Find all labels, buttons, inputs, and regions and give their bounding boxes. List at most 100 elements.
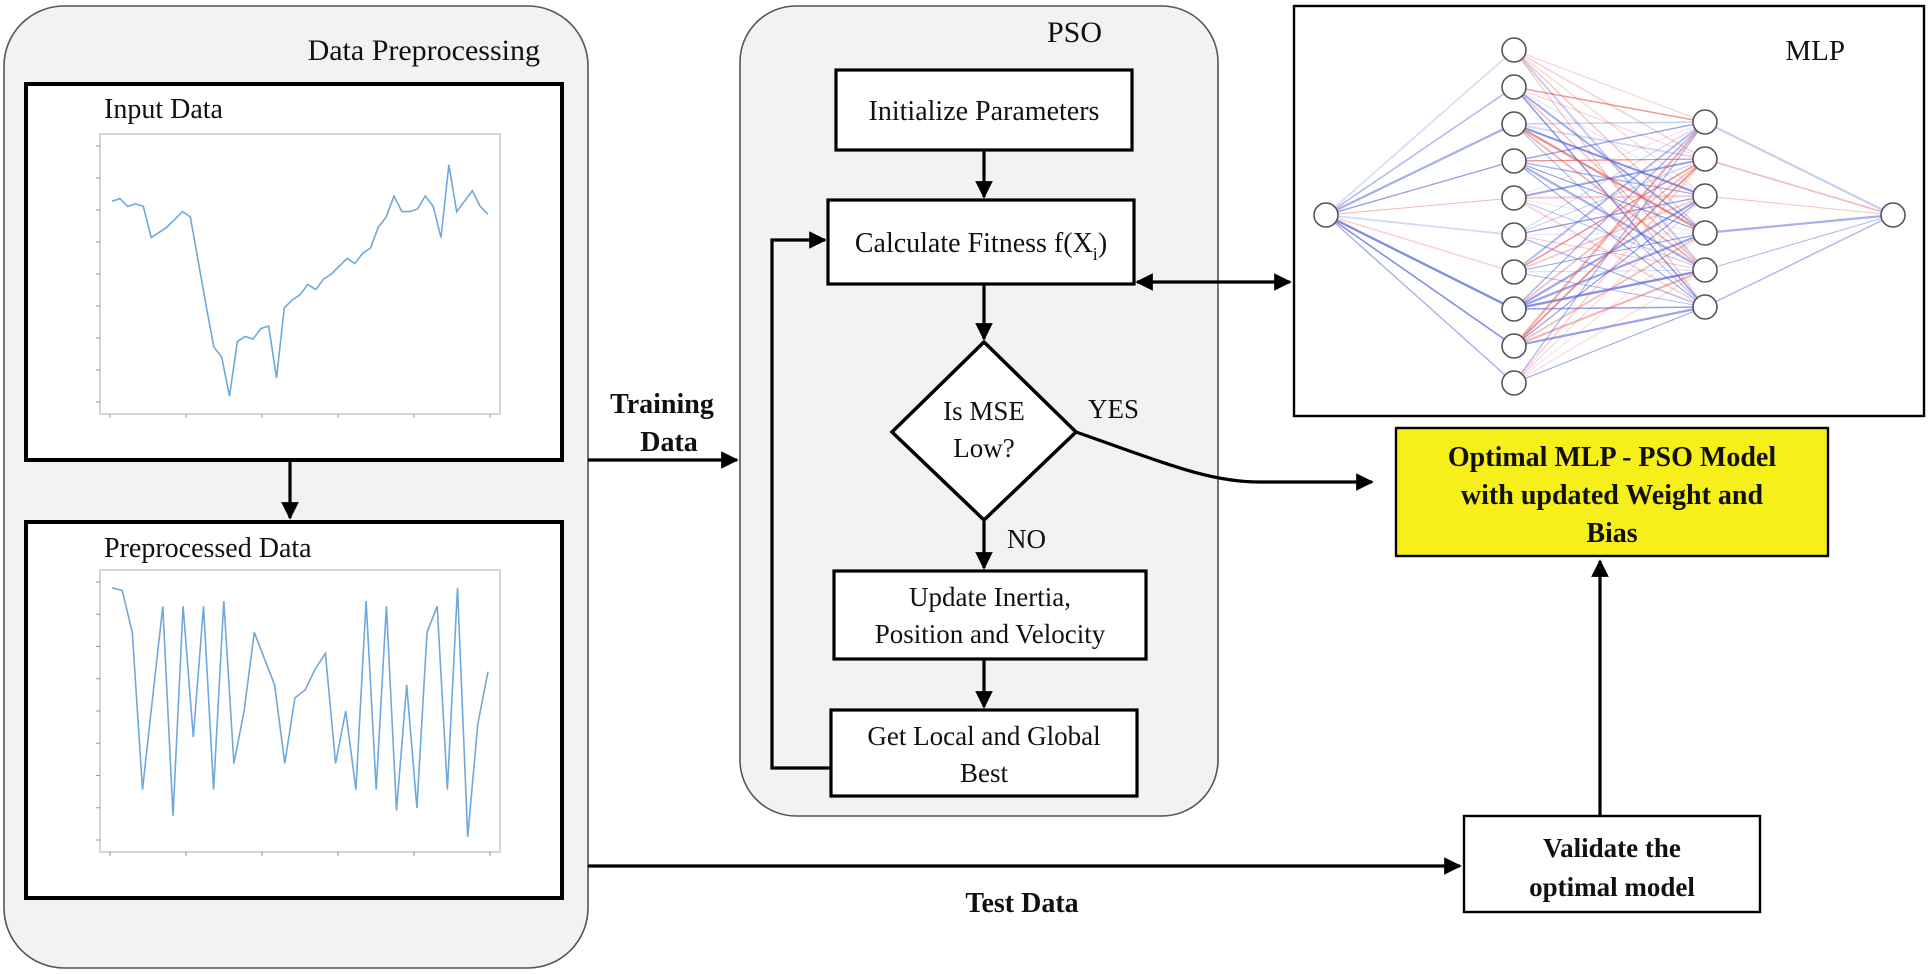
decision-yes-arrow — [1075, 430, 1374, 491]
mlp-weight-edge — [1325, 160, 1515, 216]
mlp-panel-title: MLP — [1785, 35, 1845, 67]
mlp-weight-edge — [1513, 269, 1706, 384]
mlp-weight-edge — [1704, 158, 1894, 216]
mlp-weight-edge — [1513, 194, 1706, 200]
mlp-weight-edge — [1513, 49, 1706, 123]
mlp-weight-edge — [1325, 86, 1515, 216]
mlp-weight-edge — [1704, 195, 1894, 216]
mlp-hidden1-node — [1501, 185, 1527, 211]
mlp-weight-edge — [1513, 158, 1706, 236]
preprocessed-data-box: Preprocessed Data — [24, 520, 564, 900]
mlp-weight-edge — [1704, 121, 1894, 216]
input-data-series-line — [111, 164, 489, 397]
mlp-weight-edge — [1513, 160, 1706, 308]
mlp-weight-edge — [1325, 49, 1515, 216]
mlp-hidden1-node — [1501, 370, 1527, 396]
update-inertia-label-line2: Position and Velocity — [875, 619, 1106, 649]
mlp-weight-edge — [1704, 214, 1894, 271]
mlp-weight-edge — [1513, 195, 1706, 273]
preprocessing-panel-title: Data Preprocessing — [308, 34, 540, 67]
mlp-weight-edge — [1513, 121, 1706, 236]
preprocessed-data-series-line — [111, 587, 489, 837]
mlp-weight-edge — [1513, 158, 1706, 273]
mlp-weight-edge — [1513, 158, 1706, 384]
mlp-weight-edge — [1513, 232, 1706, 384]
mlp-hidden1-node — [1501, 222, 1527, 248]
mlp-weight-edge — [1704, 214, 1894, 308]
mlp-weight-edge — [1513, 158, 1706, 199]
mlp-weight-edge — [1513, 49, 1706, 197]
test-data-label: Test Data — [965, 888, 1078, 919]
initialize-parameters-label: Initialize Parameters — [869, 96, 1100, 127]
mlp-weight-edge — [1513, 158, 1706, 310]
mlp-weight-edge — [1325, 214, 1515, 236]
mlp-weight-edge — [1325, 197, 1515, 216]
mlp-hidden2-node — [1692, 220, 1718, 246]
input-data-box: Input Data — [24, 82, 564, 462]
mlp-weight-edge — [1513, 121, 1706, 384]
mlp-hidden1-node — [1501, 333, 1527, 359]
mlp-weight-edge — [1513, 158, 1706, 162]
initialize-parameters-step: Initialize Parameters — [834, 68, 1134, 152]
validate-model-box: Validate the optimal model — [1462, 814, 1762, 914]
mlp-weight-edge — [1513, 158, 1706, 347]
loop-back-arrow — [770, 231, 831, 770]
mlp-weight-edge — [1513, 121, 1706, 347]
mlp-output-node — [1880, 202, 1906, 228]
preprocessed-data-title: Preprocessed Data — [104, 533, 312, 564]
pso-panel-title: PSO — [1047, 16, 1102, 49]
mlp-weight-edge — [1513, 121, 1706, 310]
mse-decision-label-line1: Is MSE — [943, 396, 1025, 426]
mlp-weight-edge — [1325, 214, 1515, 273]
calculate-fitness-label: Calculate Fitness f(Xi) — [855, 228, 1107, 264]
mlp-weight-edge — [1325, 213, 1515, 311]
mlp-hidden2-node — [1692, 183, 1718, 209]
mlp-hidden2-node — [1692, 146, 1718, 172]
optimal-model-label-line2: with updated Weight and — [1461, 480, 1764, 511]
update-inertia-label-line1: Update Inertia, — [909, 582, 1071, 612]
mlp-hidden2-node — [1692, 109, 1718, 135]
calculate-fitness-step: Calculate Fitness f(Xi) — [826, 198, 1136, 286]
optimal-model-label-line3: Bias — [1586, 518, 1637, 549]
training-data-label-line2: Data — [640, 427, 698, 458]
update-inertia-step: Update Inertia, Position and Velocity — [832, 569, 1148, 661]
optimal-model-label-line1: Optimal MLP - PSO Model — [1448, 442, 1776, 473]
mlp-weight-edge — [1513, 269, 1706, 347]
mlp-weight-edge — [1513, 121, 1706, 125]
mlp-weight-edge — [1513, 232, 1706, 347]
input-data-axis-ticks — [96, 145, 491, 418]
mlp-hidden1-node — [1501, 37, 1527, 63]
input-data-title: Input Data — [104, 94, 224, 125]
local-global-best-label-line1: Get Local and Global — [867, 721, 1100, 751]
mlp-network-graph — [1313, 37, 1906, 396]
mlp-hidden1-node — [1501, 296, 1527, 322]
mlp-weight-edge — [1513, 305, 1706, 348]
mlp-weight-edge — [1513, 121, 1706, 273]
mlp-weight-edge — [1513, 195, 1706, 384]
validate-model-label-line2: optimal model — [1529, 872, 1695, 902]
mlp-weight-edge — [1513, 306, 1706, 310]
mlp-input-node — [1313, 202, 1339, 228]
preprocessed-data-axis-ticks — [96, 581, 491, 856]
mlp-weight-edge — [1513, 121, 1706, 162]
mlp-hidden2-node — [1692, 294, 1718, 320]
local-global-best-step: Get Local and Global Best — [829, 708, 1139, 798]
mlp-weight-edge — [1704, 213, 1894, 235]
mlp-weight-edge — [1513, 232, 1706, 236]
pso-panel: PSO Initialize Parameters Calculate Fitn… — [739, 5, 1219, 817]
preprocessed-data-plot-frame — [99, 569, 501, 853]
mlp-weight-edge — [1513, 86, 1706, 160]
mlp-weight-edge — [1325, 214, 1515, 384]
mlp-panel: MLP — [1292, 4, 1926, 418]
optimal-model-box: Optimal MLP - PSO Model with updated Wei… — [1394, 426, 1830, 558]
training-data-label-line1: Training — [610, 389, 714, 420]
mlp-weight-edge — [1513, 121, 1706, 199]
data-preprocessing-panel: Data Preprocessing Input Data Preprocess… — [3, 5, 589, 969]
validate-model-label-line1: Validate the — [1543, 833, 1681, 863]
mlp-weight-edge — [1325, 123, 1515, 216]
mlp-weight-edge — [1325, 214, 1515, 347]
mlp-hidden2-node — [1692, 257, 1718, 283]
yes-label: YES — [1088, 394, 1139, 424]
mlp-hidden1-node — [1501, 111, 1527, 137]
